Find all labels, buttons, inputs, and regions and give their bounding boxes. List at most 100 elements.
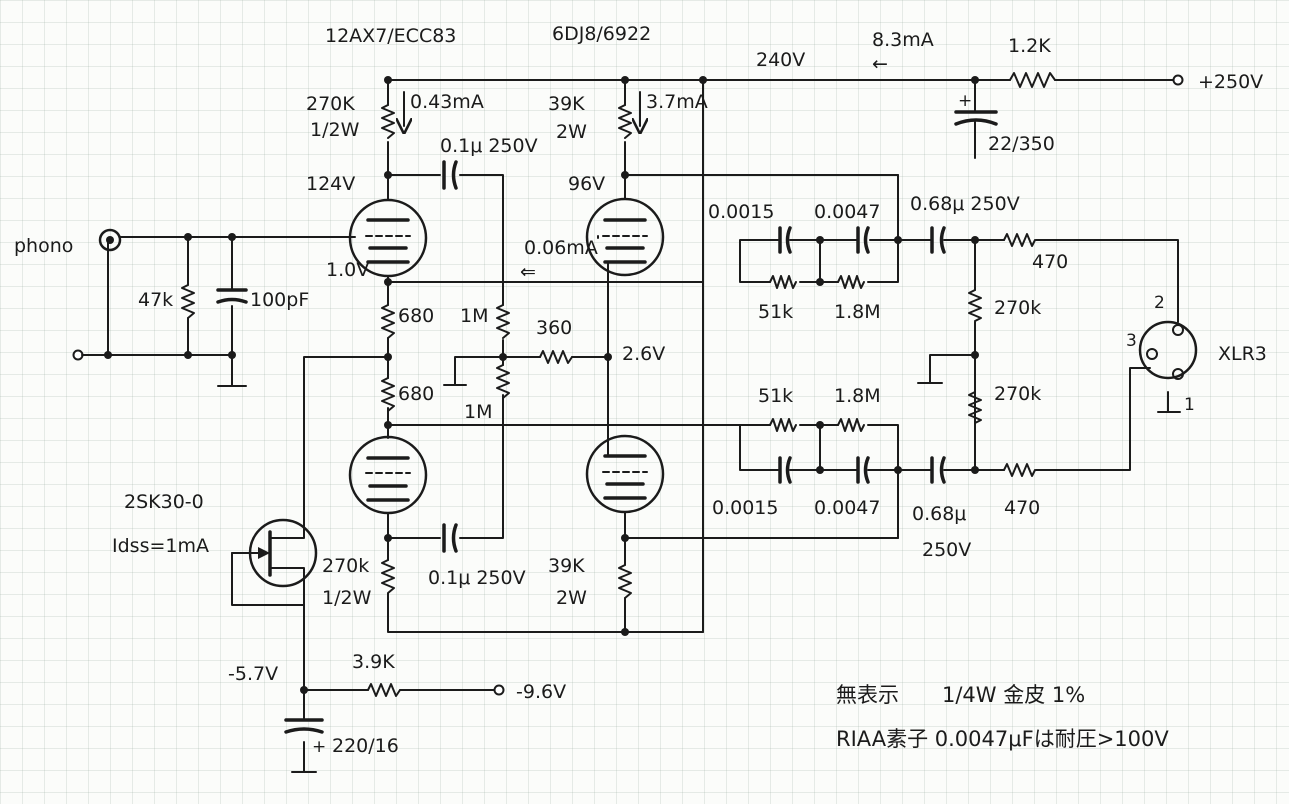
v2-top-plate-current: 3.7mA [646,91,708,113]
grid-resistor-top-label: 1M [460,305,488,327]
riaa-bottom-output-cap-voltage: 250V [922,539,971,561]
feedback-current-label: 0.06mA [524,237,598,259]
tube-right-label: 6DJ8/6922 [552,23,651,45]
riaa-top-r2-label: 1.8M [834,301,881,323]
riaa-top-r1-label: 51k [758,301,793,323]
v1-bottom-plate-resistor-label: 270k [322,555,369,577]
filter-capacitor [954,110,998,159]
ccs-series-resistor [367,683,401,697]
v1-bottom-tube [348,435,428,515]
v2-top-plate-resistor-power: 2W [556,121,587,143]
riaa-top-c2 [856,226,870,254]
riaa-bottom-c2-label: 0.0047 [814,497,880,519]
xlr-pin1-label: 1 [1184,395,1195,415]
riaa-bottom-c2 [856,456,870,484]
riaa-bottom-output-cap-label: 0.68μ [912,503,966,525]
riaa-bottom-output-capacitor [930,456,946,484]
riaa-top-r1 [769,275,797,289]
v1-top-plate-current: 0.43mA [410,91,484,113]
bplus-input-label: +250V [1198,71,1263,93]
bias-link-resistor-label: 360 [536,317,572,339]
feedback-current-arrow: ⇐ [520,261,536,283]
v1-top-plate-voltage: 124V [306,173,355,195]
riaa-bottom-c1 [778,456,792,484]
v1-top-plate-resistor [381,104,395,139]
v2-bottom-plate-resistor-label: 39K [548,555,585,577]
v2-top-wiring [597,79,899,358]
riaa-bottom-r1 [769,418,797,432]
ccs-wiring [231,552,496,773]
note-line1-a: 無表示 [836,683,899,707]
neg-supply-label: -9.6V [516,681,566,703]
v2-bottom-tube [585,434,665,514]
bias-voltage-label: 2.6V [622,343,665,365]
riaa-bottom-r2-label: 1.8M [834,385,881,407]
bias-wiring [443,339,609,531]
dropping-resistor [1009,72,1056,88]
riaa-bottom-r2 [837,418,865,432]
riaa-bottom-series-resistor-label: 470 [1004,497,1040,519]
fet-2sk30 [231,518,318,591]
xlr3-connector [1138,320,1198,380]
input-shunt-resistor [181,284,195,319]
phono-label: phono [14,235,73,257]
v1-top-cathode-resistor [381,304,395,339]
junction-dots [104,76,979,694]
riaa-top-output-capacitor [930,226,946,254]
riaa-bottom-divider-resistor-label: 270k [994,383,1041,405]
rail-current-arrow: ← [872,53,888,75]
rail-current-label: 8.3mA [872,29,934,51]
riaa-bottom-divider-resistor [968,391,982,424]
v1-bottom-cathode-resistor-label: 680 [398,383,434,405]
ccs-series-resistor-label: 3.9K [352,651,395,673]
input-shunt-resistor-label: 47k [138,289,173,311]
v1-top-cathode-resistor-label: 680 [398,305,434,327]
v1-bottom-plate-resistor [381,559,395,601]
v2-top-plate-voltage: 96V [568,173,605,195]
riaa-bottom-c1-label: 0.0015 [712,497,778,519]
v1-bottom-coupling-cap-label: 0.1μ 250V [428,567,526,589]
tube-left-label: 12AX7/ECC83 [325,25,456,47]
v1-top-cathode-voltage: 1.0V [326,259,369,281]
riaa-top-c1 [778,226,792,254]
v2-top-plate-resistor-label: 39K [548,93,585,115]
ccs-source-voltage: -5.7V [228,663,278,685]
riaa-bottom-series-resistor [1003,463,1036,477]
xlr3-label: XLR3 [1218,343,1267,365]
v2-bottom-plate-resistor-power: 2W [556,587,587,609]
v1-top-wiring [387,79,704,358]
ccs-bypass-cap-label: 220/16 [332,735,399,757]
riaa-top-output-cap-label: 0.68μ 250V [910,193,1020,215]
v1-top-plate-resistor-power: 1/2W [310,119,360,141]
v1-bottom-coupling-capacitor [442,523,458,553]
riaa-top-series-resistor-label: 470 [1032,251,1068,273]
filter-cap-label: 22/350 [988,133,1055,155]
v1-top-coupling-cap-label: 0.1μ 250V [440,135,538,157]
v1-top-coupling-capacitor [442,160,458,190]
filter-cap-plus: + [958,91,972,111]
v1-bottom-plate-resistor-power: 1/2W [322,587,372,609]
note-line1-b: 1/4W 金皮 1% [942,683,1085,707]
fet-label: 2SK30-0 [124,491,204,513]
ccs-bypass-capacitor [284,718,324,734]
riaa-top-series-resistor [1003,233,1036,247]
dropping-resistor-label: 1.2K [1008,35,1051,57]
input-wiring [81,236,356,387]
phono-jack [72,228,122,361]
riaa-top-divider-resistor [968,289,982,322]
ccs-cap-plus: + [312,737,326,757]
grid-resistor-bottom [496,364,510,399]
v2-bottom-plate-resistor [618,564,632,599]
riaa-top-c2-label: 0.0047 [814,201,880,223]
v2-top-tube [585,197,665,277]
input-shunt-capacitor [216,288,248,304]
bplus-rail [387,74,1184,113]
bias-link-resistor [539,350,573,364]
xlr-pin3-label: 3 [1126,331,1137,351]
xlr-pin2-label: 2 [1154,293,1165,313]
riaa-top-c1-label: 0.0015 [708,201,774,223]
v2-top-plate-resistor [618,104,632,139]
riaa-top-divider-resistor-label: 270k [994,297,1041,319]
